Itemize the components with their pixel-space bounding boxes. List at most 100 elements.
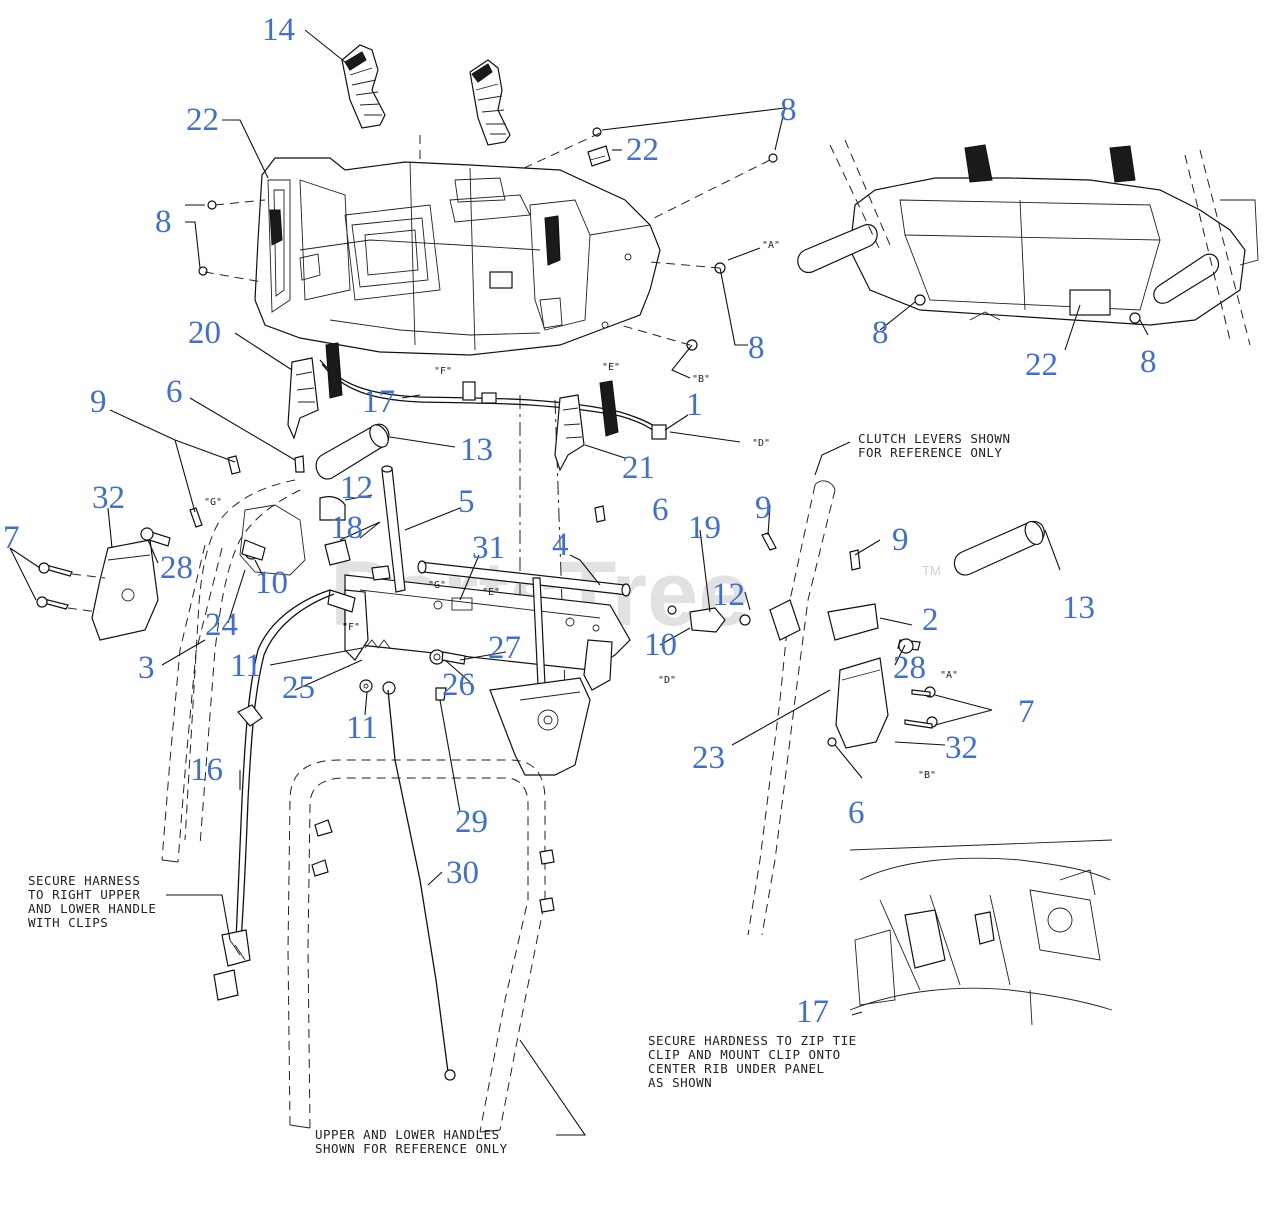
callout-29: 29 <box>455 804 488 840</box>
note-zip-4: AS SHOWN <box>648 1075 712 1090</box>
note-clutch-2: FOR REFERENCE ONLY <box>858 445 1002 460</box>
bracket-32-right <box>835 657 889 749</box>
bolts-left <box>36 527 171 613</box>
callout-26: 26 <box>442 667 475 703</box>
callout-28b: 28 <box>893 650 926 686</box>
callout-13b: 13 <box>1062 590 1095 626</box>
leader-lines <box>9 29 1149 1136</box>
callout-22b: 22 <box>1025 347 1058 383</box>
small-parts <box>241 455 751 701</box>
callout-18: 18 <box>330 510 363 546</box>
watermark-tm: TM <box>922 563 941 578</box>
note-zip-2: CLIP AND MOUNT CLIP ONTO <box>648 1047 841 1062</box>
left-upper-handle <box>161 544 223 863</box>
ref-D1: "D" <box>752 438 770 449</box>
bolts-right <box>827 638 938 747</box>
callout-20a: 20 <box>188 315 221 351</box>
callout-7a: 7 <box>3 520 20 556</box>
callout-4: 4 <box>552 527 569 563</box>
callout-14: 14 <box>262 12 295 48</box>
note-harness-2: TO RIGHT UPPER <box>28 887 140 902</box>
callout-24: 24 <box>205 607 238 643</box>
callout-32a: 32 <box>92 480 125 516</box>
callout-12b: 12 <box>712 577 745 613</box>
callout-23: 23 <box>692 740 725 776</box>
cable-30 <box>387 689 456 1081</box>
callout-9a: 9 <box>90 384 107 420</box>
callout-28a: 28 <box>160 550 193 586</box>
harness-17 <box>287 342 667 472</box>
callout-8a: 8 <box>780 92 797 128</box>
note-clutch-1: CLUTCH LEVERS SHOWN <box>858 431 1011 446</box>
ref-E2: "E" <box>482 587 500 598</box>
ref-A1: "A" <box>762 240 780 251</box>
note-harness-3: AND LOWER HANDLE <box>28 901 156 916</box>
callout-10a: 10 <box>255 565 288 601</box>
callout-5: 5 <box>458 484 475 520</box>
callout-2: 2 <box>922 602 939 638</box>
clutch-lever-right <box>747 480 879 936</box>
callout-32b: 32 <box>945 730 978 766</box>
grip-left <box>341 44 386 129</box>
ref-A2: "A" <box>940 670 958 681</box>
inset-bottom-right <box>849 839 1113 1026</box>
ref-E1: "E" <box>602 362 620 373</box>
console-panel <box>254 157 661 356</box>
callouts: 14 22 8 22 8 8 20 17 1 9 6 13 21 12 32 5… <box>3 12 1157 1030</box>
note-handles-1: UPPER AND LOWER HANDLES <box>315 1127 500 1142</box>
ref-F2: "F" <box>342 622 360 633</box>
callout-7b: 7 <box>1018 694 1035 730</box>
callout-17a: 17 <box>362 384 395 420</box>
ref-F1: "F" <box>434 366 452 377</box>
callout-8c: 8 <box>748 330 765 366</box>
note-zip-3: CENTER RIB UNDER PANEL <box>648 1061 825 1076</box>
reference-letters: "A" "B" "D" "E" "F" "G" "G" "E" "F" "D" … <box>204 240 958 781</box>
callout-11a: 11 <box>230 648 262 684</box>
callout-12a: 12 <box>340 470 373 506</box>
rod-5 <box>381 465 406 593</box>
callout-19: 19 <box>688 510 721 546</box>
callout-21: 22 <box>186 102 219 138</box>
bracket-32-left <box>91 539 159 641</box>
callout-25: 25 <box>282 670 315 706</box>
inset-top-right <box>797 139 1259 346</box>
note-handles-2: SHOWN FOR REFERENCE ONLY <box>315 1141 508 1156</box>
lower-handles <box>287 759 555 1133</box>
callout-9c: 9 <box>892 522 909 558</box>
callout-8e: 8 <box>1140 344 1157 380</box>
grip-13-left <box>315 423 390 480</box>
ref-D2: "D" <box>658 675 676 686</box>
callout-6a: 6 <box>166 374 183 410</box>
chute-lever <box>489 577 591 776</box>
ref-G2: "G" <box>428 580 446 591</box>
callout-31: 31 <box>472 530 505 566</box>
harness-16 <box>213 589 335 1001</box>
callout-3: 3 <box>138 650 155 686</box>
note-harness-1: SECURE HARNESS <box>28 873 140 888</box>
callout-17b: 17 <box>796 994 829 1030</box>
callout-16: 16 <box>190 752 223 788</box>
note-zip-1: SECURE HARDNESS TO ZIP TIE <box>648 1033 857 1048</box>
callout-6b: 6 <box>652 492 669 528</box>
callout-20b: 21 <box>622 450 655 486</box>
callout-1: 1 <box>686 387 703 423</box>
grip-right <box>469 59 511 146</box>
notes: CLUTCH LEVERS SHOWN FOR REFERENCE ONLY S… <box>28 431 1011 1156</box>
callout-8d: 8 <box>872 315 889 351</box>
callout-22a: 22 <box>626 132 659 168</box>
ref-B2: "B" <box>918 770 936 781</box>
grip-13-right <box>953 520 1045 576</box>
ref-G1: "G" <box>204 497 222 508</box>
callout-10b: 10 <box>644 627 677 663</box>
callout-13a: 13 <box>460 432 493 468</box>
callout-9b: 9 <box>755 490 772 526</box>
callout-11b: 11 <box>346 710 378 746</box>
callout-30: 30 <box>446 855 479 891</box>
callout-6c: 6 <box>848 795 865 831</box>
note-harness-4: WITH CLIPS <box>28 915 108 930</box>
callout-8b: 8 <box>155 204 172 240</box>
callout-27: 27 <box>488 630 521 666</box>
ref-B1: "B" <box>692 374 710 385</box>
